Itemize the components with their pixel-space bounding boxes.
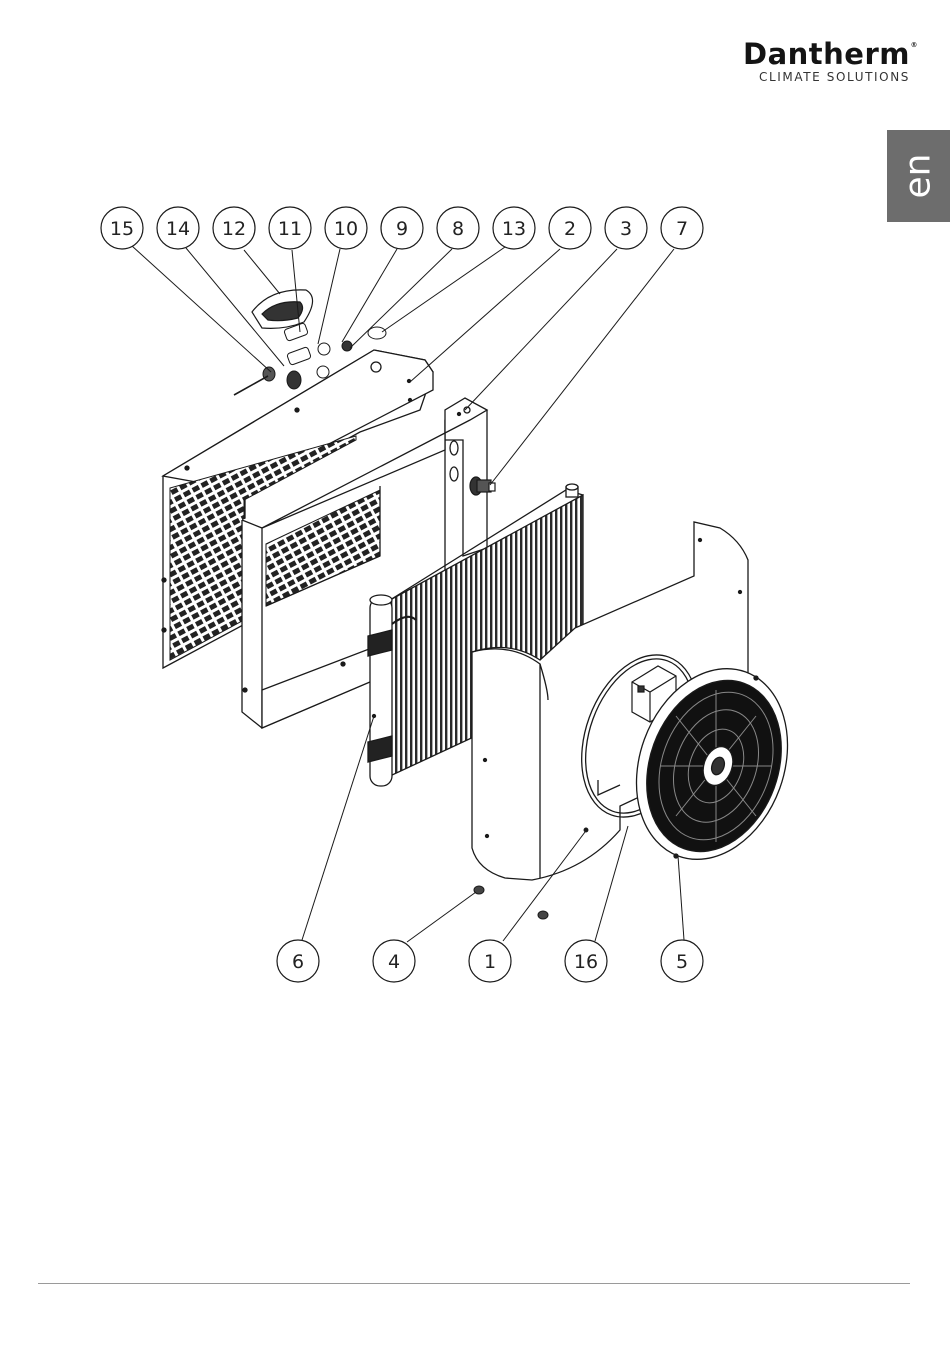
callout-label: 1 bbox=[484, 951, 496, 973]
gland-cap bbox=[252, 290, 313, 329]
callout-14: 14 bbox=[157, 207, 199, 249]
callout-1: 1 bbox=[469, 940, 511, 982]
callout-label: 4 bbox=[388, 951, 400, 973]
callout-label: 14 bbox=[166, 218, 190, 240]
callout-16: 16 bbox=[565, 940, 607, 982]
callout-11: 11 bbox=[269, 207, 311, 249]
rubber-feet bbox=[474, 886, 548, 919]
callout-8: 8 bbox=[437, 207, 479, 249]
callout-13: 13 bbox=[493, 207, 535, 249]
callout-label: 5 bbox=[676, 951, 688, 973]
callout-7: 7 bbox=[661, 207, 703, 249]
callout-label: 8 bbox=[452, 218, 464, 240]
callout-label: 15 bbox=[110, 218, 134, 240]
callout-2: 2 bbox=[549, 207, 591, 249]
callouts-top: 15 14 12 11 10 9 8 13 2 3 7 bbox=[101, 207, 703, 249]
callout-12: 12 bbox=[213, 207, 255, 249]
callout-label: 6 bbox=[292, 951, 304, 973]
callout-label: 13 bbox=[502, 218, 526, 240]
callout-label: 2 bbox=[564, 218, 576, 240]
callout-9: 9 bbox=[381, 207, 423, 249]
callout-label: 3 bbox=[620, 218, 632, 240]
callout-15: 15 bbox=[101, 207, 143, 249]
callout-label: 10 bbox=[334, 218, 358, 240]
callout-label: 12 bbox=[222, 218, 246, 240]
callout-10: 10 bbox=[325, 207, 367, 249]
callout-5: 5 bbox=[661, 940, 703, 982]
callout-label: 11 bbox=[278, 218, 302, 240]
callout-label: 7 bbox=[676, 218, 688, 240]
callout-label: 16 bbox=[574, 951, 598, 973]
footer-divider bbox=[38, 1283, 910, 1284]
callout-6: 6 bbox=[277, 940, 319, 982]
callout-label: 9 bbox=[396, 218, 408, 240]
callout-3: 3 bbox=[605, 207, 647, 249]
callout-4: 4 bbox=[373, 940, 415, 982]
fitting-valve bbox=[470, 477, 495, 495]
callouts-bottom: 6 4 1 16 5 bbox=[277, 940, 703, 982]
